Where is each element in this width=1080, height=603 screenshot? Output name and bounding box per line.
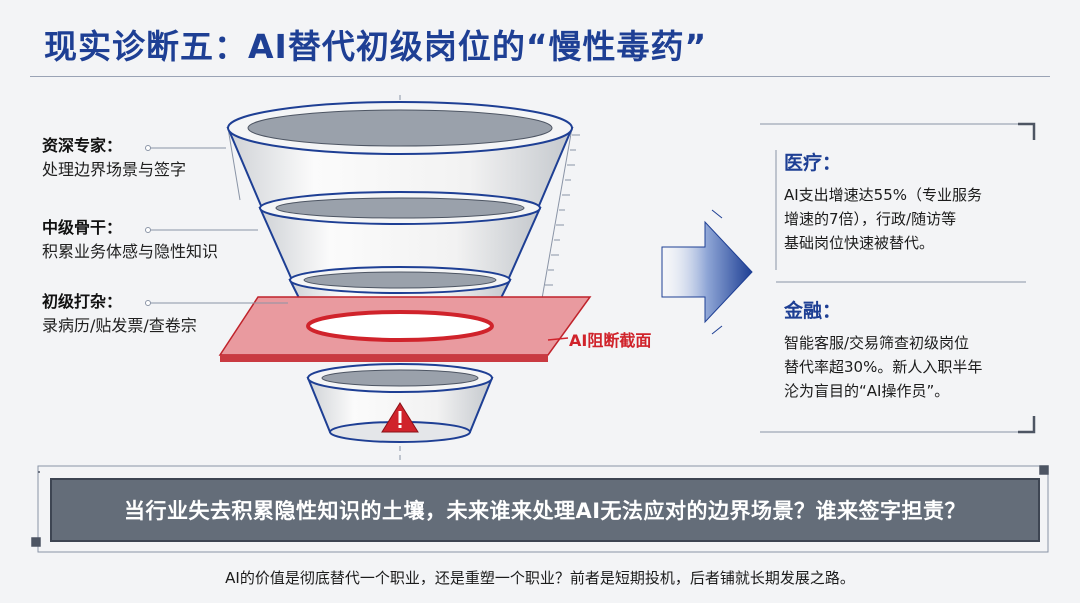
panel-line: 增速的7倍），行政/随访等 bbox=[784, 210, 957, 228]
panel-line: 替代率超30%。新人入职半年 bbox=[784, 358, 983, 376]
title-divider bbox=[30, 76, 1050, 77]
tier-title: 中级骨干： bbox=[42, 218, 123, 237]
panel-section-title: 医疗： bbox=[784, 152, 842, 174]
question-banner-text: 当行业失去积累隐性知识的土壤，未来谁来处理AI无法应对的边界场景？谁来签字担责？ bbox=[123, 499, 967, 523]
info-panel-frame bbox=[760, 122, 1036, 434]
page-title: 现实诊断五：AI替代初级岗位的“慢性毒药” bbox=[44, 27, 708, 66]
tier-desc: 录病历/贴发票/查卷宗 bbox=[42, 316, 197, 335]
panel-section-medical: 医疗： AI支出增速达55%（专业服务 增速的7倍），行政/随访等 基础岗位快速… bbox=[784, 148, 982, 255]
ruler-marks bbox=[227, 127, 580, 311]
panel-section-body: AI支出增速达55%（专业服务 增速的7倍），行政/随访等 基础岗位快速被替代。 bbox=[784, 183, 982, 255]
ai-cut-plane bbox=[218, 296, 592, 362]
tier-title: 初级打杂： bbox=[42, 292, 123, 311]
right-arrow-icon bbox=[661, 209, 753, 335]
tier-desc: 处理边界场景与签字 bbox=[42, 160, 187, 179]
tier-label-junior: 初级打杂： 录病历/贴发票/查卷宗 bbox=[42, 290, 197, 338]
ai-cut-label: AI阻断截面 bbox=[569, 331, 652, 350]
panel-section-body: 智能客服/交易筛查初级岗位 替代率超30%。新人入职半年 沦为盲目的“AI操作员… bbox=[784, 331, 982, 403]
label-connectors bbox=[145, 145, 288, 306]
panel-line: 智能客服/交易筛查初级岗位 bbox=[784, 334, 970, 352]
tier-label-middle: 中级骨干： 积累业务体感与隐性知识 bbox=[42, 216, 218, 264]
question-banner bbox=[50, 478, 1040, 542]
warning-icon bbox=[381, 402, 419, 433]
panel-line: AI支出增速达55%（专业服务 bbox=[784, 186, 983, 204]
tier-desc: 积累业务体感与隐性知识 bbox=[42, 242, 219, 261]
footer-note: AI的价值是彻底替代一个职业，还是重塑一个职业？前者是短期投机，后者铺就长期发展… bbox=[225, 569, 855, 587]
panel-section-title: 金融： bbox=[784, 300, 842, 322]
banner-frame bbox=[31, 465, 1049, 553]
panel-line: 沦为盲目的“AI操作员”。 bbox=[784, 382, 950, 400]
panel-line: 基础岗位快速被替代。 bbox=[784, 234, 935, 252]
panel-section-finance: 金融： 智能客服/交易筛查初级岗位 替代率超30%。新人入职半年 沦为盲目的“A… bbox=[784, 296, 982, 403]
tier-label-senior: 资深专家： 处理边界场景与签字 bbox=[42, 134, 186, 182]
tier-title: 资深专家： bbox=[42, 136, 123, 155]
